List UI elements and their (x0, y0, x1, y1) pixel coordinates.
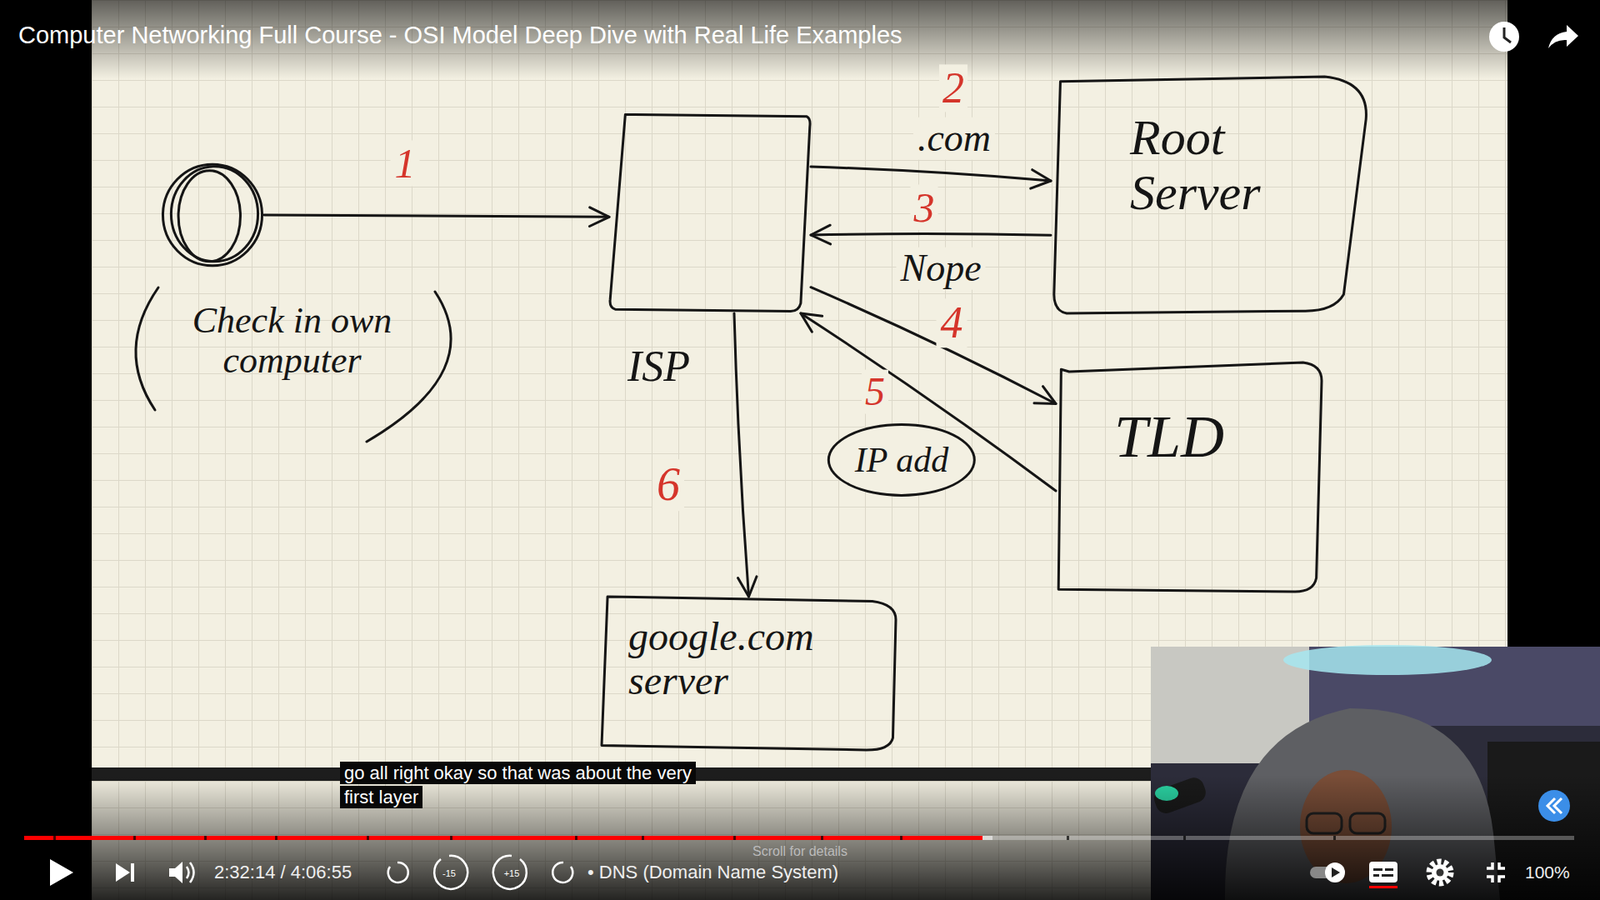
arrow-head (1030, 170, 1051, 190)
node-text: TLD (1114, 404, 1225, 470)
bracket-left (135, 287, 159, 410)
tld-box: TLD (1055, 362, 1322, 592)
player-icons (50, 21, 1579, 890)
time-display: 2:32:14 / 4:06:55 (214, 862, 352, 883)
arrow-head (810, 225, 831, 245)
node-text: Check in own computer (148, 300, 436, 382)
subtitle: go all right okay so that was about the … (340, 761, 696, 809)
bracket (135, 287, 451, 442)
settings-icon (1429, 861, 1451, 884)
connector-line (810, 166, 1051, 181)
skip-label: +15 (504, 868, 520, 879)
watch-later-icon (1489, 21, 1520, 52)
extension-icon (1538, 790, 1570, 822)
toggle-icon (1310, 862, 1345, 883)
top-shade (0, 0, 1600, 80)
connector (734, 313, 757, 597)
node-outline (160, 163, 265, 267)
play-icon (50, 859, 74, 886)
node-text: google.com server (628, 615, 837, 704)
node-outline (1055, 362, 1322, 592)
arrow-head (1034, 386, 1056, 405)
server-box: google.com server (601, 596, 896, 750)
captions-icon (1369, 861, 1398, 889)
arrow-head (738, 576, 758, 597)
step-number: 2 (939, 64, 968, 112)
step-number: 3 (910, 185, 939, 231)
node-text: Root Server (1130, 110, 1305, 220)
progress-bar (24, 835, 1575, 840)
step-number: 1 (390, 140, 420, 187)
outline-stroke (1054, 76, 1367, 314)
outline-stroke (1058, 362, 1322, 592)
outline-stroke (610, 114, 810, 311)
connector-line (734, 313, 750, 597)
subtitle-box: go all right okay so that was about the … (340, 760, 699, 810)
volume-icon (169, 861, 195, 884)
connector-line (810, 234, 1051, 236)
hint-text: Scroll for details (752, 844, 848, 860)
node-text: ISP (627, 342, 690, 390)
skip-icons (388, 855, 573, 890)
connector-line (264, 215, 610, 217)
edge-label: Nope (895, 247, 985, 290)
chapter-title: • DNS (Domain Name System) (587, 862, 839, 883)
outline-stroke (170, 166, 258, 262)
circled-label: IP add (827, 423, 976, 497)
isp-box: ISP (609, 112, 811, 314)
node-outline (609, 112, 811, 314)
arrow-head (800, 313, 823, 332)
client-computer: Check in own computer (160, 163, 265, 267)
connector (264, 207, 610, 227)
outline-stroke (178, 170, 240, 262)
bottom-shade (0, 775, 1600, 900)
step-number: 6 (652, 459, 685, 511)
step-number: 4 (936, 298, 968, 348)
share-icon (1548, 25, 1579, 49)
outline-stroke (601, 596, 896, 750)
skip-label: -15 (442, 868, 456, 879)
video-title: Computer Networking Full Course - OSI Mo… (18, 22, 903, 50)
zoom-level: 100% (1525, 862, 1570, 882)
outline-stroke (162, 164, 262, 266)
root-server-box: Root Server (1050, 76, 1370, 314)
edge-label: .com (913, 117, 995, 160)
arrow-head (590, 207, 610, 227)
step-number: 5 (861, 370, 889, 415)
fullscreen-icon (1486, 862, 1505, 883)
next-icon (115, 863, 135, 882)
